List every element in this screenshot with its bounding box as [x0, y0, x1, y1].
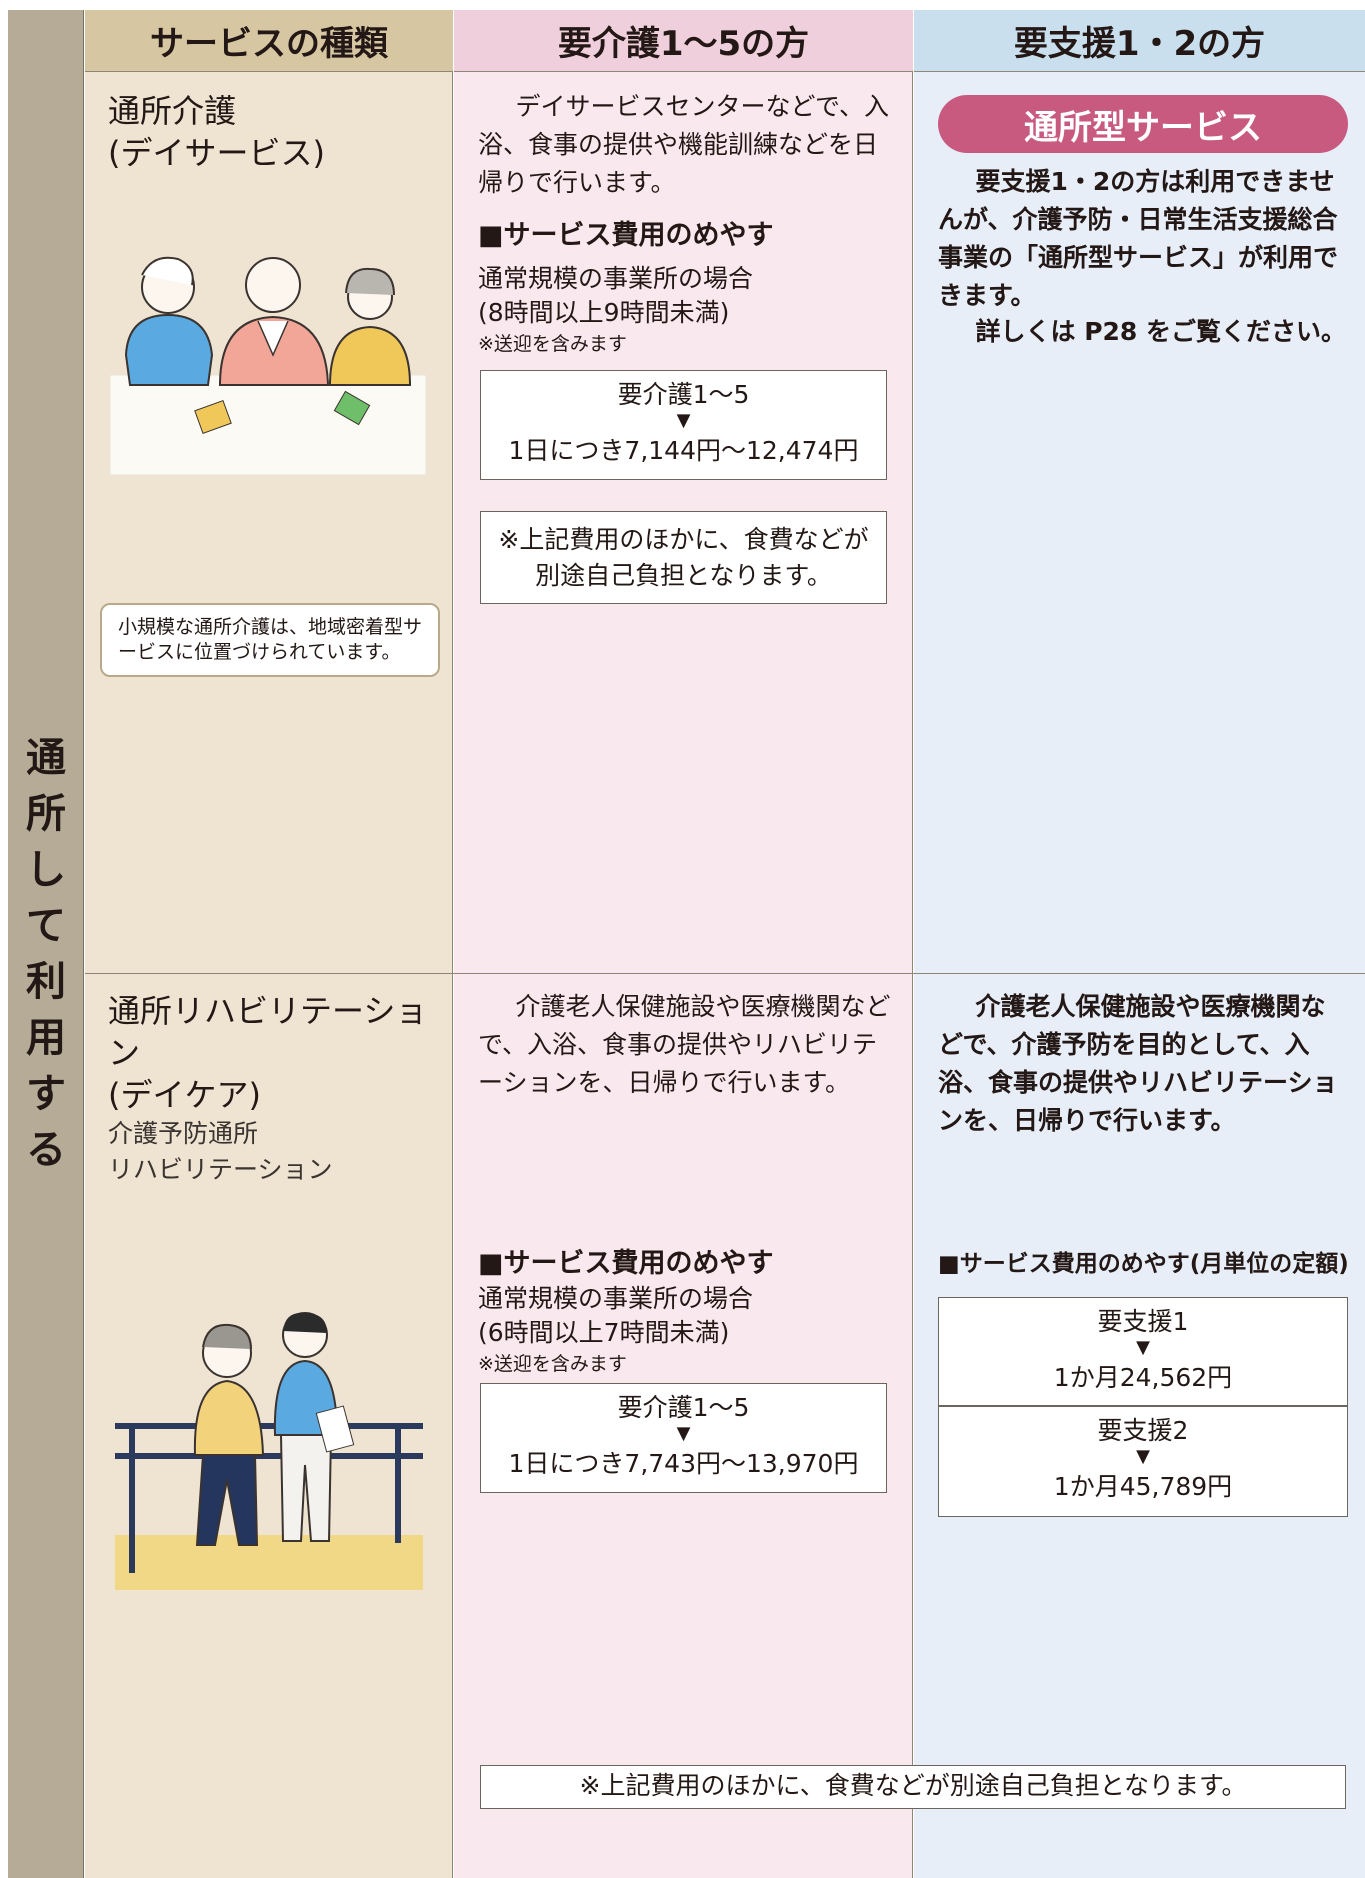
header-care: 要介護1〜5の方 [454, 10, 913, 72]
row2-title-main: 通所リハビリテーション [108, 992, 428, 1072]
row2-support-intro: 介護老人保健施設や医療機関などで、介護予防を目的として、入浴、食事の提供やリハビ… [938, 992, 1338, 1135]
row1-cost-conditions: 通常規模の事業所の場合 (8時間以上9時間未満) ※送迎を含みます [478, 262, 898, 358]
small-scale-note: 小規模な通所介護は、地域密着型サービスに位置づけられています。 [100, 603, 440, 677]
row2-cost-cond-3: ※送迎を含みます [478, 1353, 627, 1375]
row2-sub-1: 介護予防通所 [108, 1119, 259, 1148]
row2-cost-cond-2: (6時間以上7時間未満) [478, 1318, 730, 1347]
row1-fee-level: 要介護1〜5 [617, 380, 750, 409]
row2-support-cost-heading: ■サービス費用のめやす(月単位の定額) [938, 1251, 1349, 1277]
support1-level: 要支援1 [1097, 1307, 1189, 1336]
row1-cost-cond-3: ※送迎を含みます [478, 333, 627, 355]
support2-value: 1か月45,789円 [1053, 1472, 1233, 1501]
rehabilitation-illustration [115, 1305, 425, 1590]
row2-title-sub: (デイケア) [108, 1076, 261, 1114]
row1-extra-note-1: ※上記費用のほかに、食費などが [498, 525, 869, 554]
row-divider [85, 973, 1365, 974]
row1-cost-cond-1: 通常規模の事業所の場合 [478, 264, 754, 293]
down-arrow-icon: ▼ [1136, 1337, 1150, 1358]
down-arrow-icon: ▼ [1136, 1446, 1150, 1467]
row1-cost-cond-2: (8時間以上9時間未満) [478, 298, 730, 327]
tsusho-type-service-pill: 通所型サービス [938, 95, 1348, 153]
row1-extra-note-2: 別途自己負担となります。 [535, 561, 832, 590]
support1-value: 1か月24,562円 [1053, 1363, 1233, 1392]
side-column [8, 10, 84, 1878]
row1-title-main: 通所介護 [108, 92, 237, 130]
row1-service-title: 通所介護 (デイサービス) [108, 90, 448, 174]
row1-cost-heading: ■サービス費用のめやす [478, 220, 774, 251]
row1-extra-note-box: ※上記費用のほかに、食費などが 別途自己負担となります。 [480, 511, 887, 604]
row2-fee-box: 要介護1〜5 ▼ 1日につき7,743円〜13,970円 [480, 1383, 887, 1493]
row1-support-text: 要支援1・2の方は利用できませんが、介護予防・日常生活支援総合事業の「通所型サー… [938, 167, 1339, 310]
support1-fee-box: 要支援1 ▼ 1か月24,562円 [938, 1297, 1348, 1406]
row2-fee-level: 要介護1〜5 [617, 1393, 750, 1422]
day-service-illustration [108, 245, 428, 480]
header-support: 要支援1・2の方 [914, 10, 1365, 72]
side-label-text: 通所して利用する [26, 735, 66, 1173]
walking-rehab-icon [115, 1312, 423, 1590]
row2-fee-value: 1日につき7,743円〜13,970円 [508, 1449, 859, 1478]
side-label: 通所して利用する [8, 730, 84, 1178]
seniors-at-table-icon [109, 256, 427, 476]
row2-sub-2: リハビリテーション [108, 1155, 333, 1184]
support-column [914, 10, 1365, 1878]
row1-care-intro: デイサービスセンターなどで、入浴、食事の提供や機能訓練などを日帰りで行います。 [478, 92, 890, 197]
support2-level: 要支援2 [1097, 1416, 1189, 1445]
row2-cost-cond-1: 通常規模の事業所の場合 [478, 1284, 754, 1313]
header-service-type: サービスの種類 [85, 10, 453, 72]
row1-fee-box: 要介護1〜5 ▼ 1日につき7,144円〜12,474円 [480, 370, 887, 480]
row2-cost-conditions: 通常規模の事業所の場合 (6時間以上7時間未満) ※送迎を含みます [478, 1282, 898, 1378]
care-column [454, 10, 913, 1878]
row2-cost-heading: ■サービス費用のめやす [478, 1248, 774, 1279]
row2-bottom-note: ※上記費用のほかに、食費などが別途自己負担となります。 [480, 1765, 1346, 1809]
row2-care-intro: 介護老人保健施設や医療機関などで、入浴、食事の提供やリハビリテーションを、日帰り… [478, 992, 891, 1097]
row1-support-ref: 詳しくは P28 をご覧ください。 [975, 317, 1347, 346]
row1-fee-value: 1日につき7,144円〜12,474円 [508, 436, 859, 465]
down-arrow-icon: ▼ [676, 410, 691, 431]
support2-fee-box: 要支援2 ▼ 1か月45,789円 [938, 1406, 1348, 1517]
down-arrow-icon: ▼ [676, 1423, 691, 1444]
row2-service-title: 通所リハビリテーション (デイケア) 介護予防通所 リハビリテーション [108, 990, 448, 1188]
row1-title-sub: (デイサービス) [108, 134, 325, 172]
